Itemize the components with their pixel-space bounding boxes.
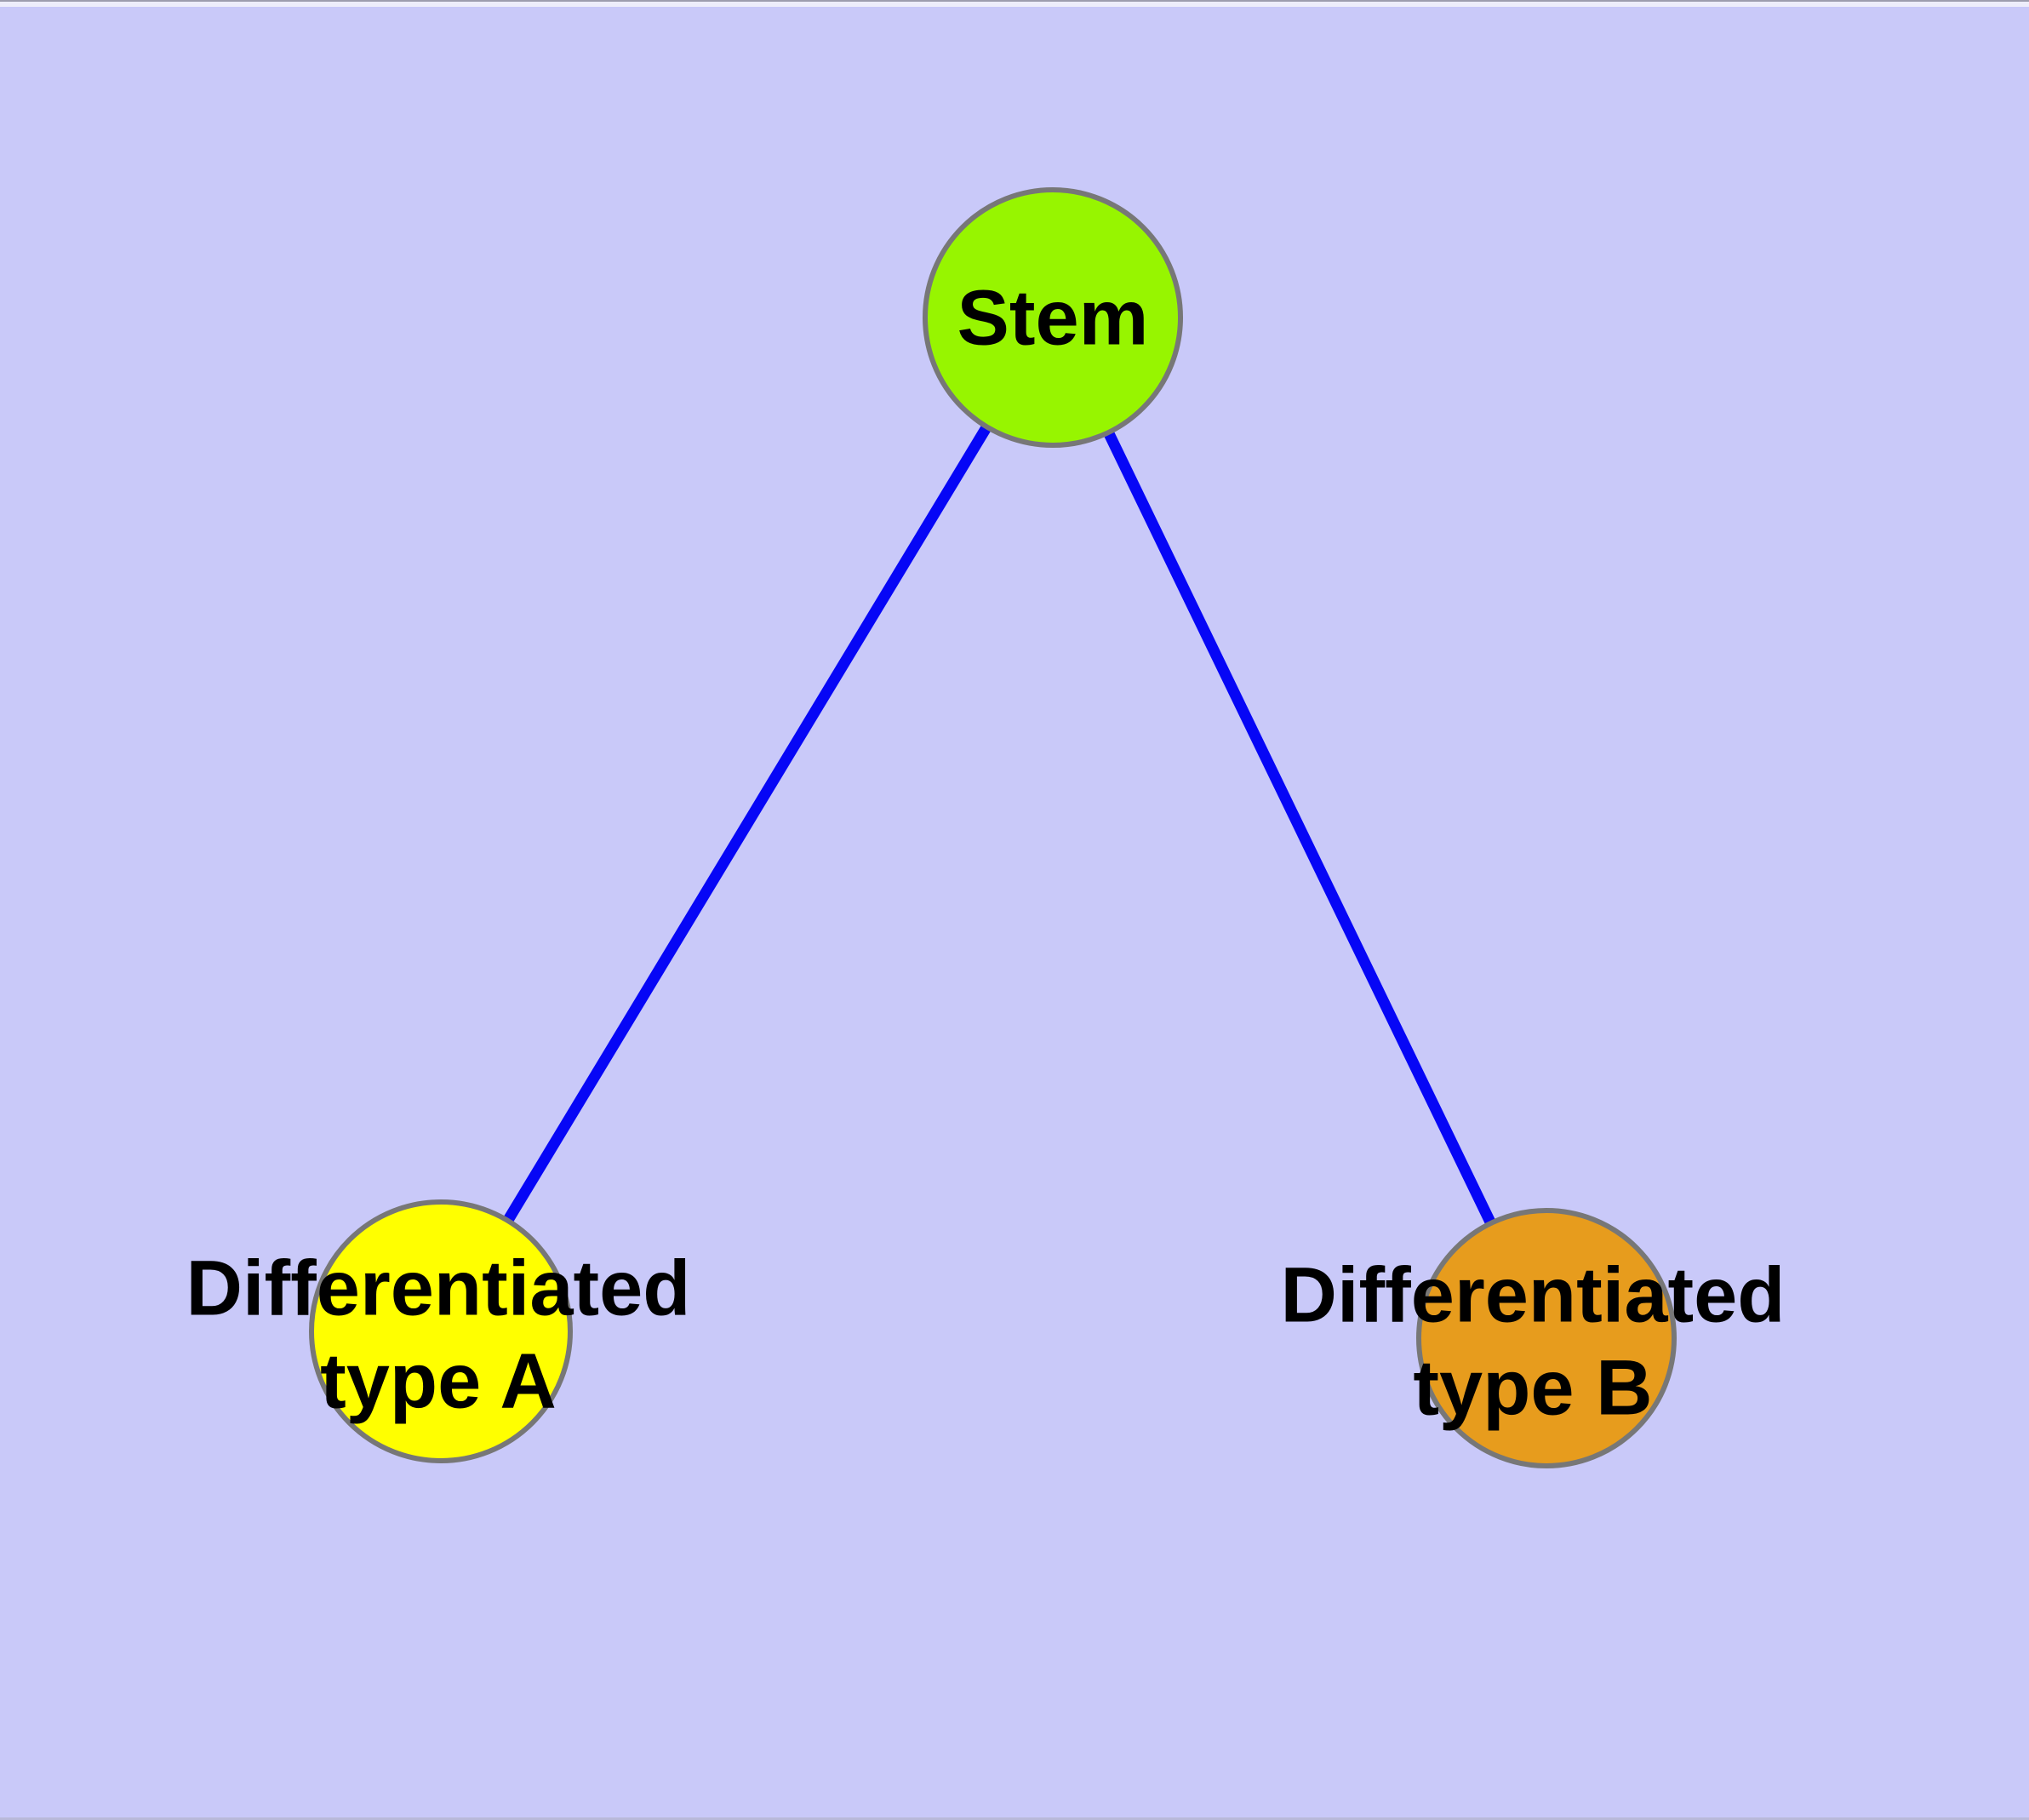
node-stem-circle <box>923 187 1183 448</box>
edge-stem-to-differentiated-type-a <box>436 314 1058 1335</box>
node-differentiated-type-b-label: Differentiated type B <box>1280 1251 1786 1431</box>
node-stem-label: Stem <box>957 274 1149 362</box>
node-differentiated-type-a-label: Differentiated type A <box>186 1245 691 1424</box>
edge-stem-to-differentiated-type-b <box>1048 315 1552 1341</box>
node-differentiated-type-b-circle <box>1416 1208 1677 1468</box>
node-differentiated-type-a-circle <box>309 1199 573 1463</box>
